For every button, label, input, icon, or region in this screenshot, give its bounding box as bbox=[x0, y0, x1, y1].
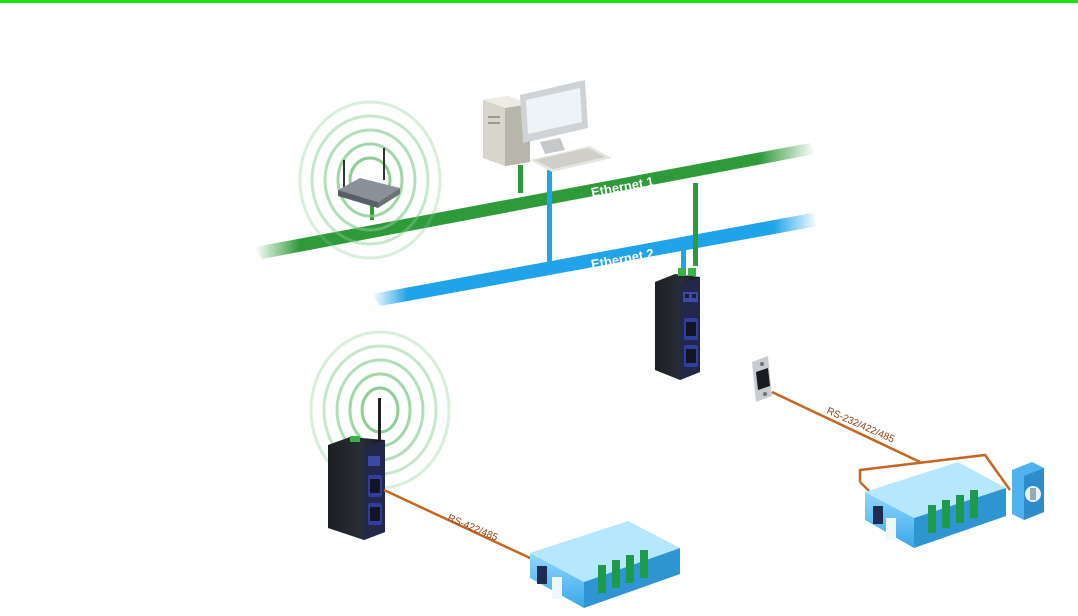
rs232-422-485-label: RS-232/422/485 bbox=[825, 406, 896, 446]
wireless-serial-device-server bbox=[311, 332, 449, 540]
db9-connector-icon bbox=[752, 356, 772, 402]
ethernet1-label: Ethernet 1 bbox=[590, 174, 655, 200]
serial-device-server-right bbox=[655, 268, 700, 380]
rs422-485-label: RS-422/485 bbox=[446, 513, 500, 544]
ethernet2-bus: Ethernet 2 bbox=[372, 213, 818, 306]
io-module-left bbox=[530, 521, 680, 608]
io-module-right bbox=[865, 462, 1006, 548]
pc-icon bbox=[483, 80, 612, 172]
adam-module-icon bbox=[1012, 462, 1044, 520]
